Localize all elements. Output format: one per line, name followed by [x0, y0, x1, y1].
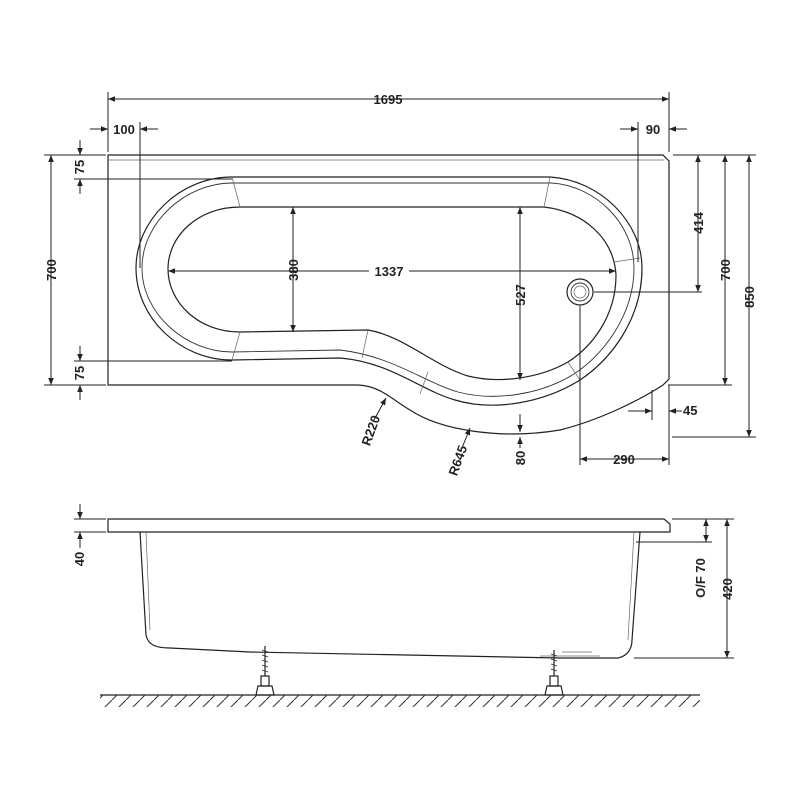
side-view — [100, 518, 700, 707]
dim-left-width: 700 — [44, 259, 59, 281]
dim-overflow: O/F 70 — [693, 558, 708, 598]
leg-right-icon — [544, 650, 564, 696]
dim-inner-length: 1337 — [375, 264, 404, 279]
plan-bowl-inner — [167, 206, 617, 381]
floor-hatch — [100, 694, 700, 707]
dim-right-rim: 90 — [646, 122, 660, 137]
plan-view — [107, 154, 670, 435]
dim-waste-to-end: 290 — [613, 452, 635, 467]
waste-outlet-icon — [566, 278, 594, 306]
dim-total-height: 420 — [720, 578, 735, 600]
dim-radius-small: R220 — [358, 413, 383, 447]
side-body — [139, 531, 641, 659]
dim-left-rim: 100 — [113, 122, 135, 137]
dim-overall-length: 1695 — [374, 92, 403, 107]
dim-basin-width: 527 — [513, 284, 528, 306]
leg-left-icon — [255, 646, 275, 696]
plan-dimension-lines — [44, 92, 756, 465]
side-rim — [107, 518, 671, 533]
dim-curve-lip: 45 — [683, 403, 697, 418]
dim-top-rim: 75 — [72, 160, 87, 174]
plan-dimension-labels: 1695 100 90 1337 45 290 700 75 75 380 52… — [44, 92, 757, 478]
side-dimension-labels: 40 O/F 70 420 — [72, 552, 735, 600]
dim-inner-width: 380 — [286, 259, 301, 281]
dim-radius-large: R645 — [445, 443, 470, 477]
plan-bowl-outer — [135, 176, 643, 406]
dim-bottom-rim: 75 — [72, 366, 87, 380]
plan-bowl-mid — [141, 182, 635, 397]
dim-rim-height: 40 — [72, 552, 87, 566]
dim-overall-width: 850 — [742, 286, 757, 308]
dim-right-width: 700 — [718, 259, 733, 281]
dim-waste-offset: 414 — [691, 211, 706, 233]
dim-curve-rim: 80 — [513, 451, 528, 465]
side-dimension-lines — [74, 504, 734, 659]
plan-outer-outline — [107, 154, 670, 435]
